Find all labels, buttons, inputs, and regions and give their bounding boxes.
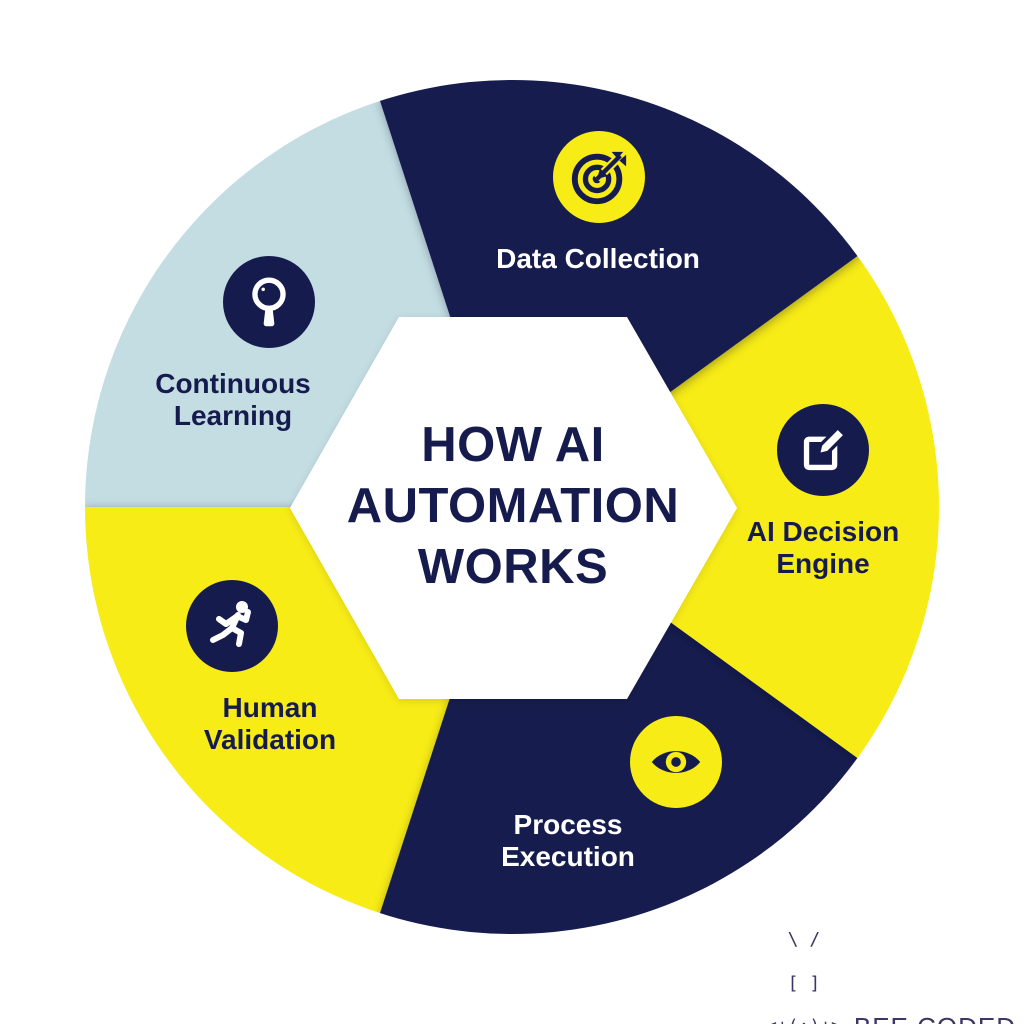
label-line: Data Collection (496, 243, 700, 274)
continuous-learning-icon-badge (223, 256, 315, 348)
eye-icon (651, 751, 701, 773)
edit-pencil-icon (803, 425, 848, 471)
ai-decision-engine-label: AI Decision Engine (747, 516, 899, 580)
running-person-icon (210, 601, 251, 647)
label-line: Validation (203, 724, 337, 755)
title-line: WORKS (417, 540, 609, 594)
label-line: Execution (501, 841, 635, 872)
magnifier-icon (252, 277, 286, 327)
human-validation-label: Human Validation (204, 692, 336, 756)
label-line: AI Decision (746, 516, 900, 547)
ai-decision-icon-badge (777, 404, 869, 496)
process-execution-icon-badge (630, 716, 722, 808)
data-collection-icon-badge (553, 131, 645, 223)
title-line: HOW AI (421, 418, 605, 472)
label-line: Engine (776, 548, 870, 579)
bee-ascii-line: \ / (787, 929, 821, 950)
bee-coded-logo: \ / [ ] <+(:)+> (=) v BEE CODED (766, 904, 1016, 1024)
title-line: AUTOMATION (346, 479, 680, 533)
label-line: Learning (173, 400, 293, 431)
continuous-learning-label: Continuous Learning (155, 368, 311, 432)
target-bullseye-icon (571, 151, 627, 205)
bee-ascii-line: <+(:)+> (766, 1018, 842, 1024)
center-hexagon (290, 317, 737, 699)
brand-name: BEE CODED (854, 1012, 1016, 1024)
bee-ascii-line: [ ] (787, 972, 821, 994)
label-line: Human (222, 692, 318, 723)
human-validation-icon-badge (186, 580, 278, 672)
label-line: Continuous (155, 368, 311, 399)
process-execution-label: Process Execution (501, 809, 635, 873)
data-collection-label: Data Collection (496, 243, 700, 275)
bee-ascii-icon: \ / [ ] <+(:)+> (=) v (766, 904, 842, 1024)
diagram-title: HOW AI AUTOMATION WORKS (347, 415, 680, 598)
label-line: Process (513, 809, 623, 840)
